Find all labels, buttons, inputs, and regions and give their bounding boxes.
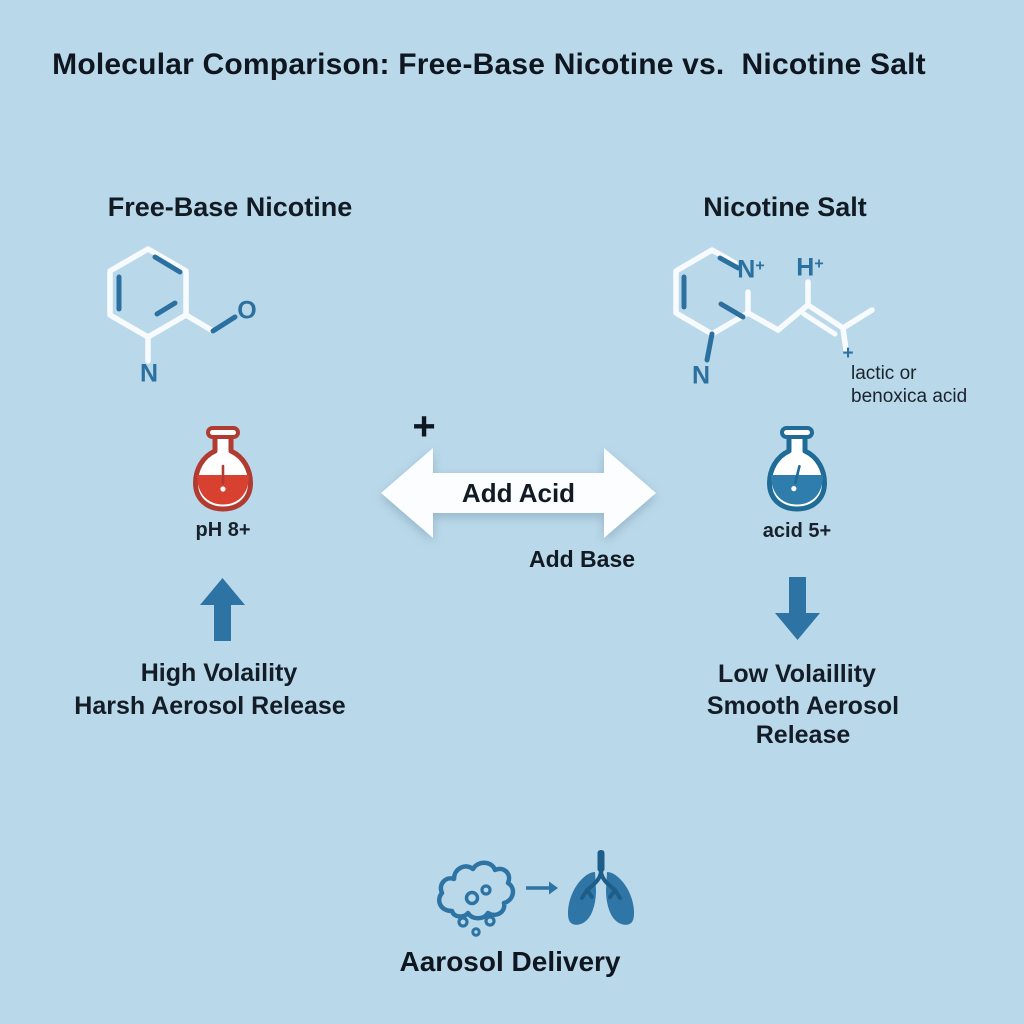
arrow-right-icon: [526, 881, 558, 895]
up-arrow-icon: [200, 578, 245, 641]
salt-heading: Nicotine Salt: [703, 192, 867, 222]
freebase-heading: Free-Base Nicotine: [107, 192, 353, 222]
double-arrow-icon: [381, 448, 656, 538]
freebase-molecule-icon: [107, 246, 238, 364]
freebase-oxygen-label: O: [237, 296, 257, 325]
salt-nitrogen-label: N: [691, 361, 711, 390]
salt-hydrogen-plus-label: H+: [796, 253, 824, 282]
ph-label: pH 8+: [195, 519, 251, 541]
right-volatility-line2: Smooth Aerosol Release: [706, 692, 900, 749]
left-volatility-line2: Harsh Aerosol Release: [74, 692, 346, 720]
left-volatility-line1: High Volaility: [140, 659, 298, 687]
page-title: Molecular Comparison: Free-Base Nicotine…: [52, 48, 926, 81]
freebase-nitrogen-label: N: [139, 359, 159, 388]
aerosol-delivery-label: Aarosol Delivery: [399, 946, 621, 977]
lungs-icon: [567, 850, 635, 925]
add-acid-label: Add Acid: [461, 478, 576, 508]
acid-label: acid 5+: [762, 520, 832, 542]
right-volatility-line1: Low Volaillity: [718, 660, 876, 688]
salt-molecule-icon: [673, 247, 875, 363]
acid-note-line2: benoxica acid: [851, 386, 968, 407]
down-arrow-icon: [775, 577, 820, 640]
red-flask-icon: [193, 426, 253, 512]
add-base-label: Add Base: [528, 546, 636, 572]
acid-note: lactic or benoxica acid: [851, 362, 967, 408]
blue-flask-icon: [767, 426, 827, 512]
counterion-plus-sign: +: [842, 343, 854, 364]
plus-sign: +: [412, 404, 436, 449]
aerosol-cloud-icon: [437, 860, 516, 937]
salt-nitrogen-plus-label: N+: [737, 255, 765, 284]
acid-note-line1: lactic or: [851, 363, 917, 384]
